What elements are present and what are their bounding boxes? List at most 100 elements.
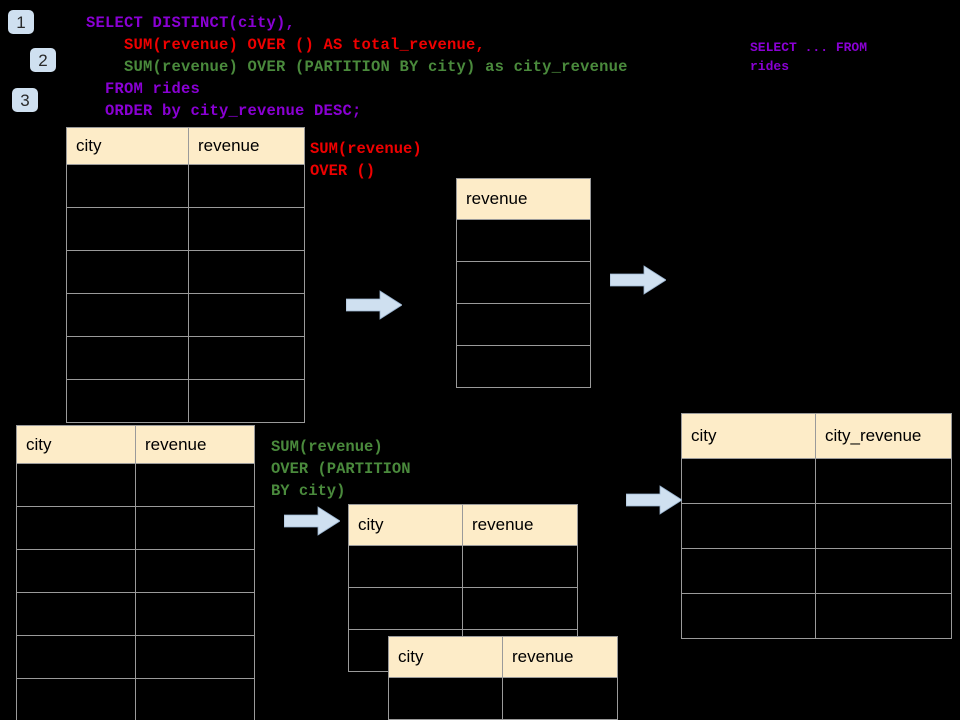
select-from-rides-note: SELECT ... FROM rides: [750, 40, 868, 74]
table-cell: [681, 458, 816, 504]
table-cell: [456, 219, 591, 262]
table-row: [681, 548, 952, 594]
table-cell: [188, 250, 305, 294]
table-cell: [348, 587, 463, 630]
table-row: [681, 503, 952, 549]
table-cell: [135, 635, 255, 679]
right-arrow-icon: [609, 265, 667, 295]
table-cell: [188, 293, 305, 337]
table-cell: [188, 379, 305, 423]
sql-line-4: FROM rides: [86, 80, 201, 98]
right-arrow-icon: [625, 485, 683, 515]
table-row: [16, 463, 255, 507]
table-cell: [135, 506, 255, 550]
table-row: [456, 261, 591, 304]
column-header-revenue: revenue: [135, 425, 255, 464]
table-row: [456, 345, 591, 388]
table-cell: [188, 336, 305, 380]
table-header-row: revenue: [456, 178, 591, 220]
column-header-city: city: [388, 636, 503, 678]
column-header-city: city: [16, 425, 136, 464]
table-total-revenue: revenue: [456, 178, 591, 388]
arrow-total-to-result: [609, 265, 667, 295]
arrow-partition-to-result: [625, 485, 683, 515]
table-cell: [66, 250, 189, 294]
table-cell: [456, 345, 591, 388]
table-cell: [66, 164, 189, 208]
table-cell: [456, 261, 591, 304]
table-cell: [16, 506, 136, 550]
table-cell: [16, 678, 136, 720]
table-cell: [66, 379, 189, 423]
sql-line-1: SELECT DISTINCT(city),: [86, 14, 296, 32]
column-header-revenue: revenue: [502, 636, 618, 678]
table-row: [388, 677, 618, 720]
table-row: [66, 293, 305, 337]
table-row: [66, 250, 305, 294]
column-header-revenue: revenue: [456, 178, 591, 220]
table-row: [16, 592, 255, 636]
sql-line-5: ORDER by city_revenue DESC;: [86, 102, 362, 120]
right-arrow-icon: [283, 506, 341, 536]
table-cell: [16, 463, 136, 507]
table-row: [16, 635, 255, 679]
table-cell: [16, 549, 136, 593]
table-cell: [462, 545, 578, 588]
sum-over-partition-note: SUM(revenue) OVER (PARTITION BY city): [271, 438, 411, 500]
table-cell: [135, 463, 255, 507]
table-row: [681, 593, 952, 639]
table-cell: [502, 677, 618, 720]
table-row: [456, 303, 591, 346]
column-header-revenue: revenue: [188, 127, 305, 165]
table-cell: [815, 503, 952, 549]
table-row: [16, 678, 255, 720]
step-badge-1: 1: [8, 10, 34, 34]
step-badge-2: 2: [30, 48, 56, 72]
sql-line-2: SUM(revenue) OVER () AS total_revenue,: [86, 36, 486, 54]
table-row: [681, 458, 952, 504]
table-row: [16, 549, 255, 593]
column-header-city: city: [681, 413, 816, 459]
table-cell: [462, 587, 578, 630]
table-cell: [16, 592, 136, 636]
arrow-source-to-partition: [283, 506, 341, 536]
table-row: [66, 207, 305, 251]
table-cell: [815, 458, 952, 504]
arrow-source-to-total: [345, 290, 403, 320]
table-cell: [681, 593, 816, 639]
table-cell: [66, 336, 189, 380]
sql-line-3: SUM(revenue) OVER (PARTITION BY city) as…: [86, 58, 628, 76]
table-row: [66, 336, 305, 380]
table-cell: [66, 293, 189, 337]
table-cell: [16, 635, 136, 679]
table-cell: [815, 593, 952, 639]
table-row: [16, 506, 255, 550]
column-header-city: city: [66, 127, 189, 165]
table-cell: [681, 503, 816, 549]
table-cell: [815, 548, 952, 594]
table-row: [348, 587, 578, 630]
sql-query-block: SELECT DISTINCT(city), SUM(revenue) OVER…: [86, 12, 628, 122]
table-cell: [348, 545, 463, 588]
column-header-city_revenue: city_revenue: [815, 413, 952, 459]
table-cell: [681, 548, 816, 594]
table-row: [66, 379, 305, 423]
table-cell: [135, 678, 255, 720]
table-cell: [135, 549, 255, 593]
table-cell: [66, 207, 189, 251]
table-cell: [135, 592, 255, 636]
column-header-revenue: revenue: [462, 504, 578, 546]
table-cell: [188, 164, 305, 208]
table-cell: [388, 677, 503, 720]
table-cell: [188, 207, 305, 251]
